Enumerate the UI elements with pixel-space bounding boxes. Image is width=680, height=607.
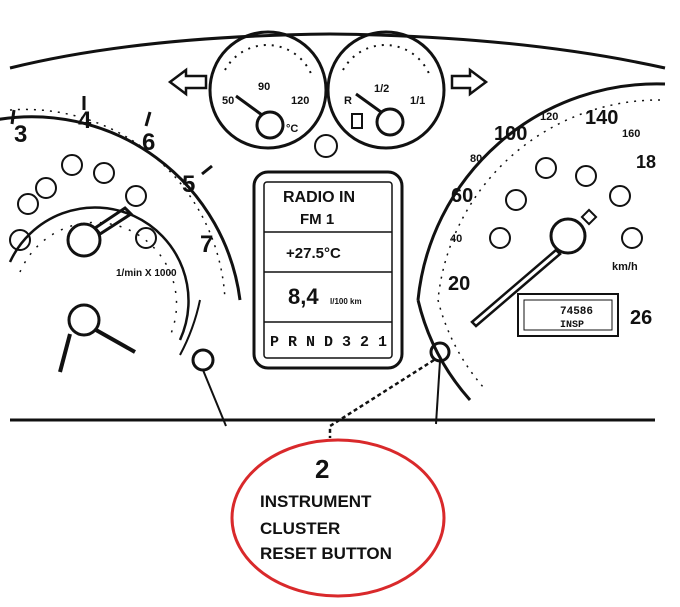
speed-label-100: 100 xyxy=(494,123,527,145)
speed-label-40: 40 xyxy=(450,233,462,245)
tacho-label-6: 6 xyxy=(142,129,155,156)
dashboard-outline xyxy=(9,32,666,422)
lamp-icon xyxy=(505,189,527,211)
fuel-label-reserve: R xyxy=(344,95,352,107)
warning-lamp-icon xyxy=(314,134,338,158)
left-reset-knob[interactable] xyxy=(191,348,227,427)
display-gear-row: P R N D 3 2 1 xyxy=(270,334,387,351)
tacho-label-3: 3 xyxy=(14,121,27,148)
callout-ellipse xyxy=(230,438,446,598)
speed-needle-hub xyxy=(549,217,587,255)
display-line2: FM 1 xyxy=(300,211,334,228)
tacho-label-5: 5 xyxy=(182,171,195,198)
temp-gauge: 90 120 50 °C xyxy=(208,30,328,150)
lamp-icon xyxy=(125,185,147,207)
odometer-top: 74586 xyxy=(560,306,593,318)
display-consumption-unit: l/100 km xyxy=(330,297,362,306)
lamp-icon xyxy=(535,157,557,179)
lamp-icon xyxy=(489,227,511,249)
odometer-panel xyxy=(517,293,619,337)
display-temperature: +27.5°C xyxy=(286,245,341,262)
lamp-icon xyxy=(17,193,39,215)
temp-unit: °C xyxy=(286,123,298,135)
temp-label-120: 120 xyxy=(291,95,309,107)
lamp-icon xyxy=(61,154,83,176)
speed-label-160: 160 xyxy=(622,128,640,140)
speed-label-26: 26 xyxy=(630,307,652,329)
right-reset-knob[interactable] xyxy=(429,341,451,425)
callout-line3: RESET BUTTON xyxy=(260,544,392,563)
callout-line2: CLUSTER xyxy=(260,519,340,538)
speed-label-18: 18 xyxy=(636,152,656,172)
left-turn-arrow-icon xyxy=(167,67,208,97)
fuel-pump-icon xyxy=(351,113,363,129)
speed-label-80: 80 xyxy=(470,153,482,165)
lamp-icon xyxy=(575,165,597,187)
callout-leader-line xyxy=(328,358,435,438)
fuel-label-full: 1/1 xyxy=(410,95,425,107)
speed-label-60: 60 xyxy=(451,185,473,207)
speed-label-120: 120 xyxy=(540,111,558,123)
speedo-warning-lamps xyxy=(489,157,643,249)
tacho-label-7: 7 xyxy=(200,231,213,258)
fuel-label-half: 1/2 xyxy=(374,83,389,95)
display-consumption: 8,4 xyxy=(288,284,319,309)
fuel-gauge: 1/2 1/1 R xyxy=(326,30,446,150)
speed-label-140: 140 xyxy=(585,107,618,129)
right-turn-arrow-icon xyxy=(450,67,489,97)
lamp-icon xyxy=(93,162,115,184)
temp-label-90: 90 xyxy=(258,81,270,93)
lamp-icon xyxy=(9,229,31,251)
callout-number: 2 xyxy=(315,454,329,484)
speed-needle xyxy=(470,248,562,328)
lamp-icon xyxy=(621,227,643,249)
odometer-bottom: INSP xyxy=(560,320,584,331)
speed-unit: km/h xyxy=(612,261,638,273)
lamp-icon xyxy=(35,177,57,199)
callout-line1: INSTRUMENT xyxy=(260,492,372,511)
speedometer: 100 140 60 20 26 120 160 80 40 18 km/h 7… xyxy=(416,82,666,401)
temp-label-50: 50 xyxy=(222,95,234,107)
display-line1: RADIO IN xyxy=(283,189,355,206)
lamp-icon xyxy=(609,185,631,207)
tachometer: 3 4 6 5 7 1/min X 1000 xyxy=(0,96,242,373)
tacho-needle-hub xyxy=(66,222,102,258)
clock-hub xyxy=(67,303,101,337)
lamp-icon xyxy=(135,227,157,249)
center-display: RADIO IN FM 1 +27.5°C 8,4 l/100 km P R N… xyxy=(252,170,404,370)
tacho-warning-lamps xyxy=(9,154,157,251)
tacho-unit: 1/min X 1000 xyxy=(116,268,177,279)
tacho-label-4: 4 xyxy=(78,107,92,134)
speed-label-20: 20 xyxy=(448,273,470,295)
